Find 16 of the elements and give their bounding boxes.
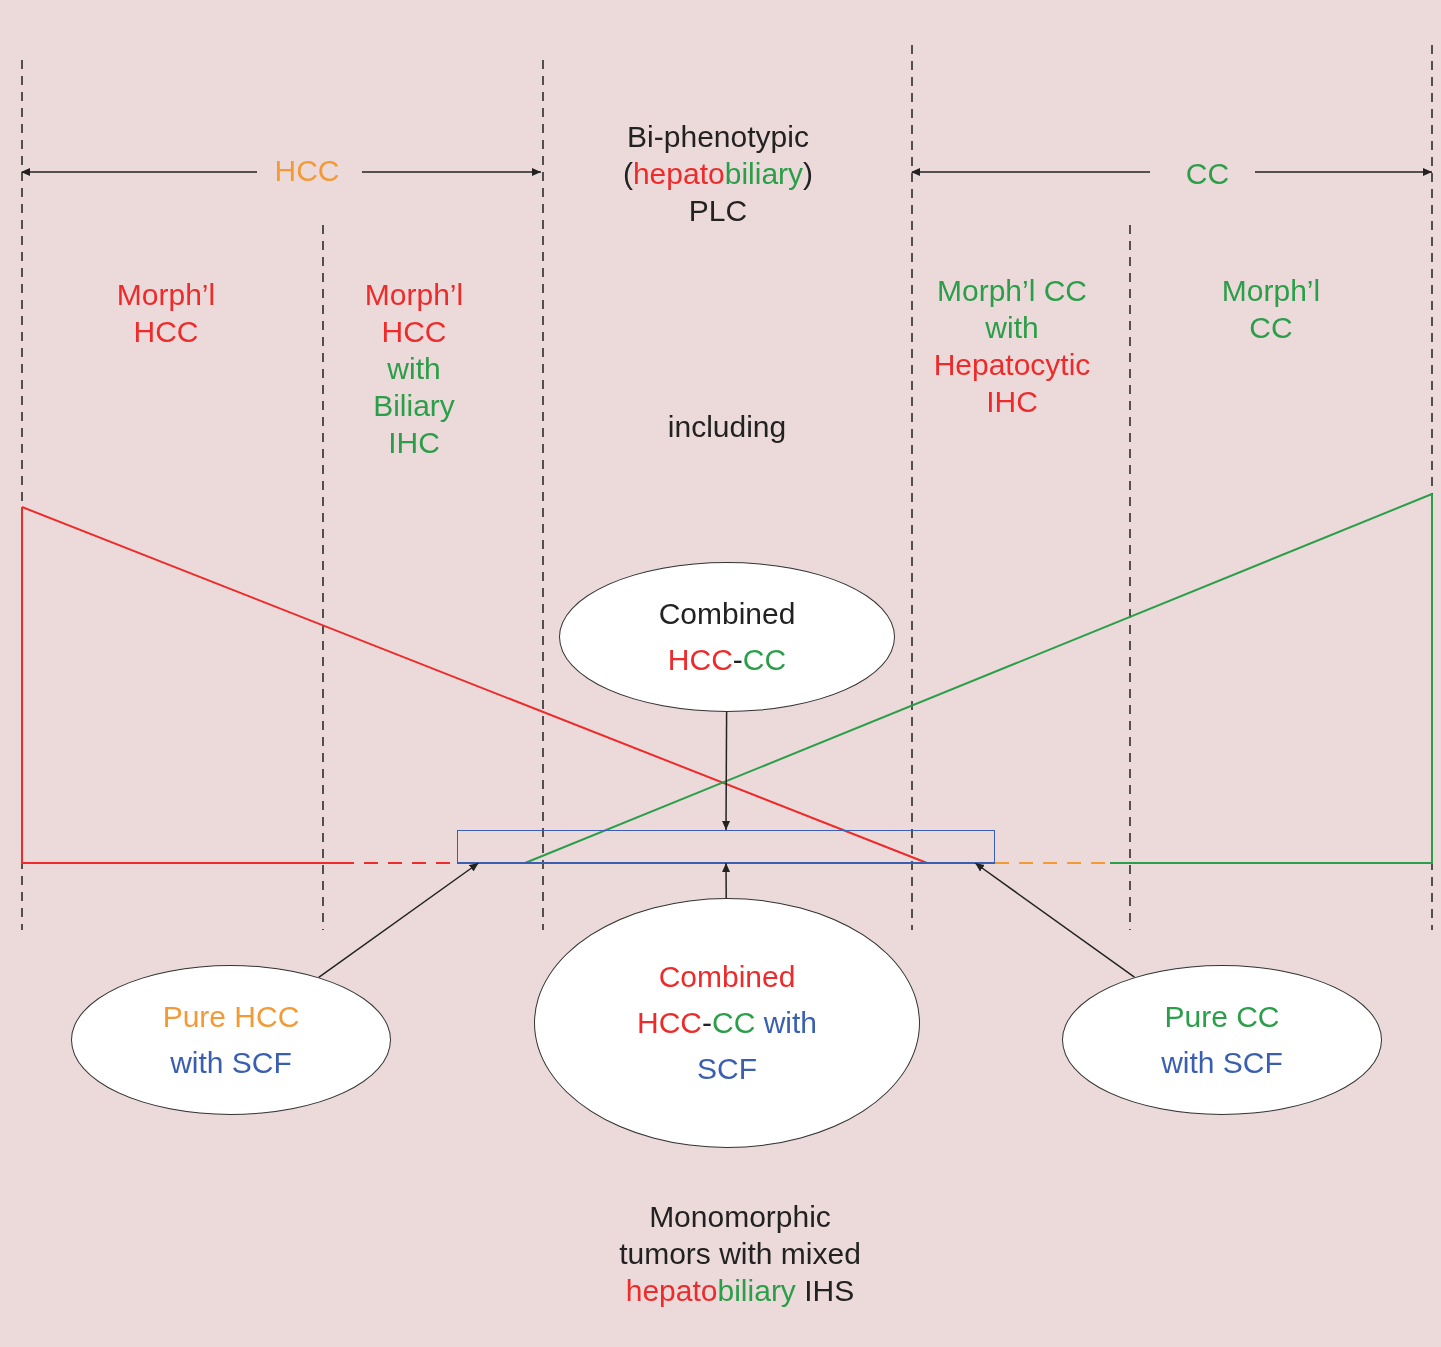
text-label: Morph’l CC bbox=[1220, 273, 1322, 346]
text-label: Monomorphic tumors with mixed hepatobiliary IHS bbox=[618, 1199, 862, 1309]
arrow bbox=[722, 711, 731, 831]
text-label: Bi-phenotypic (hepatobiliary) PLC bbox=[621, 119, 815, 229]
node-label: Combined HCC-CC with SCF bbox=[636, 959, 818, 1087]
arrow bbox=[974, 862, 1136, 978]
range-box bbox=[457, 830, 995, 863]
text-label: including bbox=[666, 409, 788, 445]
arrow bbox=[317, 862, 480, 979]
text-label: Morph’l HCC bbox=[115, 277, 217, 350]
text-label: Morph’l HCC with Biliary IHC bbox=[363, 277, 465, 461]
text-label: Morph’l CC with Hepatocytic IHC bbox=[932, 273, 1092, 420]
node-label: Combined HCC-CC bbox=[657, 596, 797, 678]
arrow bbox=[722, 862, 731, 899]
node-label: Pure CC with SCF bbox=[1160, 999, 1284, 1081]
node-label: Pure HCC with SCF bbox=[161, 999, 301, 1081]
